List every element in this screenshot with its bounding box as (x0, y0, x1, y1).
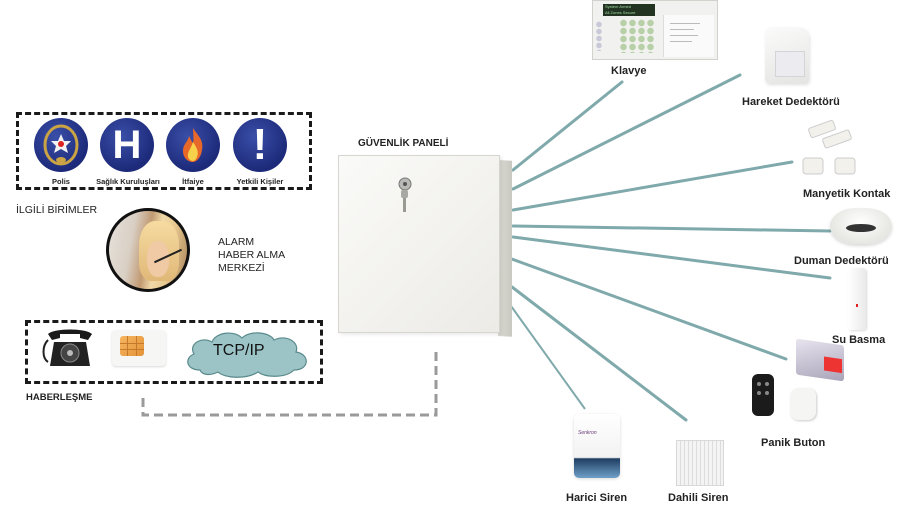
unit-yetkili-label: Yetkili Kişiler (236, 177, 284, 186)
water-sensor-icon (848, 268, 866, 330)
police-badge-icon (34, 118, 88, 172)
sim-card-icon (112, 330, 166, 366)
keypad-display-line1: System Armed (605, 4, 632, 9)
unit-itfaiye (166, 118, 220, 172)
device-klavye-label: Klavye (611, 65, 647, 77)
unit-polis-label: Polis (52, 177, 70, 186)
siren-brand: Senkron (578, 430, 597, 436)
tcpip-label: TCP/IP (213, 342, 265, 359)
keypad-icon: System Armed All Zones Secure (592, 0, 718, 60)
connector-hareket (511, 73, 742, 191)
outdoor-siren-icon: Senkron (574, 414, 620, 478)
magnetic-contact-icon (795, 119, 875, 185)
unit-yetkili: ! (233, 118, 287, 172)
exclamation-icon: ! (252, 120, 268, 169)
connector-klavye (511, 80, 624, 172)
communication-link (141, 352, 438, 417)
device-su-basma-label: Su Basma (832, 334, 886, 346)
unit-saglik: H (100, 118, 154, 172)
related-units-box (16, 112, 312, 190)
lock-icon (395, 176, 415, 219)
motion-detector-icon (765, 27, 809, 83)
connector-panik (507, 256, 788, 361)
keypad-display-line2: All Zones Secure (605, 10, 636, 15)
communication-box (25, 320, 323, 384)
smoke-detector-icon (830, 208, 892, 244)
connector-su-basma (511, 235, 832, 280)
device-harici-label: Harici Siren (566, 492, 628, 504)
hospital-h-icon: H (112, 122, 142, 167)
security-panel (338, 155, 500, 333)
telephone-icon (40, 328, 100, 375)
connector-duman (511, 224, 832, 233)
communication-title: HABERLEŞME (26, 392, 93, 403)
device-panik-label: Panik Buton (761, 437, 826, 449)
device-manyetik-label: Manyetik Kontak (803, 188, 891, 200)
fire-icon (166, 118, 220, 172)
alarm-center-line2: HABER ALMA (218, 249, 286, 261)
device-duman-label: Duman Dedektörü (794, 255, 889, 267)
panel-title: GÜVENLİK PANELİ (358, 138, 449, 149)
cloud-icon (187, 332, 307, 378)
unit-saglik-label: Sağlık Kuruluşları (96, 177, 160, 186)
alarm-center-line3: MERKEZİ (218, 262, 265, 274)
related-units-title: İLGİLİ BİRİMLER (16, 204, 98, 216)
panic-button-icon (752, 338, 868, 426)
connector-manyetik (511, 160, 794, 212)
unit-polis (34, 118, 88, 172)
connector-dahili-siren (510, 285, 688, 422)
operator-photo (106, 208, 190, 292)
device-dahili-label: Dahili Siren (668, 492, 729, 504)
unit-itfaiye-label: İtfaiye (182, 177, 204, 186)
alarm-center-line1: ALARM (218, 236, 255, 248)
connector-harici-siren (510, 305, 586, 410)
panel-side (498, 160, 512, 337)
indoor-siren-icon (676, 440, 724, 486)
device-hareket-label: Hareket Dedektörü (742, 96, 840, 108)
